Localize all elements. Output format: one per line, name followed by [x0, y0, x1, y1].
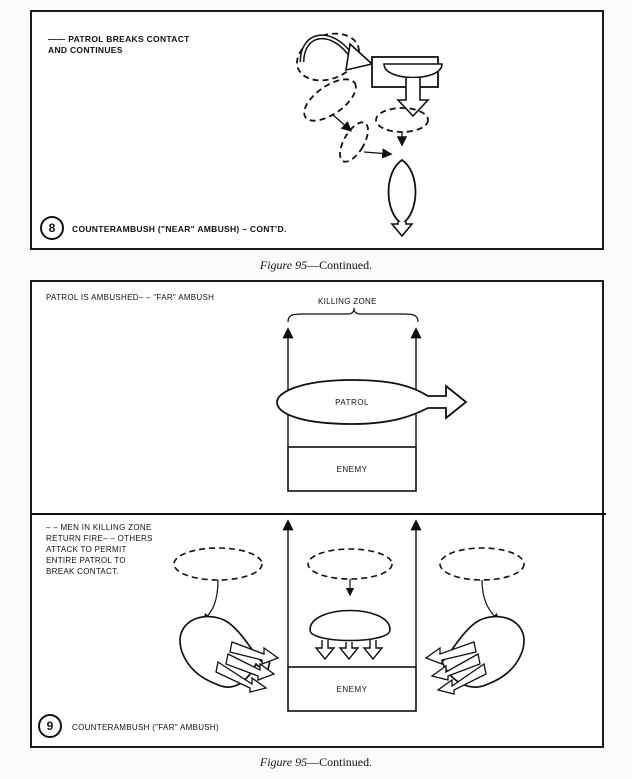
dashed-group-ellipse	[339, 121, 369, 163]
figure-label: Figure 95	[259, 258, 308, 272]
panel-near-ambush-continued: —— PATROL BREAKS CONTACT AND CONTINUES 8…	[30, 10, 604, 250]
center-patrol-oval	[309, 609, 391, 642]
near-ambush-diagram	[296, 32, 443, 238]
enemy-box	[287, 666, 417, 712]
dashed-group-ellipse	[296, 32, 360, 82]
figure-suffix: —Continued.	[307, 755, 373, 769]
dashed-group-ellipse	[439, 547, 525, 581]
dashed-group-ellipse	[307, 548, 393, 580]
step-number-badge: 9	[38, 714, 62, 738]
patrol-label: PATROL	[335, 398, 369, 407]
legend-patrol-ambushed: PATROL IS AMBUSHED– – "FAR" AMBUSH	[46, 293, 215, 302]
step-title: COUNTERAMBUSH ("NEAR" AMBUSH) – CONT'D.	[72, 224, 287, 234]
patrol-oval	[276, 379, 468, 425]
legend-break-contact: —— PATROL BREAKS CONTACT AND CONTINUES	[48, 34, 190, 55]
step-number-badge: 8	[40, 216, 64, 240]
dashed-group-ellipse	[303, 78, 357, 122]
far-ambush-diagram	[32, 307, 606, 712]
dashed-group-ellipse	[173, 547, 263, 581]
figure-suffix: —Continued.	[307, 258, 373, 272]
dashed-group-ellipse	[375, 107, 429, 133]
enemy-label: ENEMY	[336, 465, 368, 474]
enemy-label: ENEMY	[336, 685, 368, 694]
patrol-oval-moving	[387, 158, 417, 226]
figure-caption-bottom: Figure 95—Continued.	[0, 755, 632, 770]
figure-caption-top: Figure 95—Continued.	[0, 258, 632, 273]
figure-label: Figure 95	[259, 755, 308, 769]
killing-zone-label: KILLING ZONE	[318, 297, 377, 306]
killing-zone-brace	[287, 307, 419, 323]
enemy-box	[287, 446, 417, 492]
step-title: COUNTERAMBUSH ("FAR" AMBUSH)	[72, 723, 219, 732]
legend-return-fire: – – MEN IN KILLING ZONE RETURN FIRE– – O…	[46, 523, 153, 576]
panel-far-ambush: PATROL IS AMBUSHED– – "FAR" AMBUSH KILLI…	[30, 280, 606, 748]
